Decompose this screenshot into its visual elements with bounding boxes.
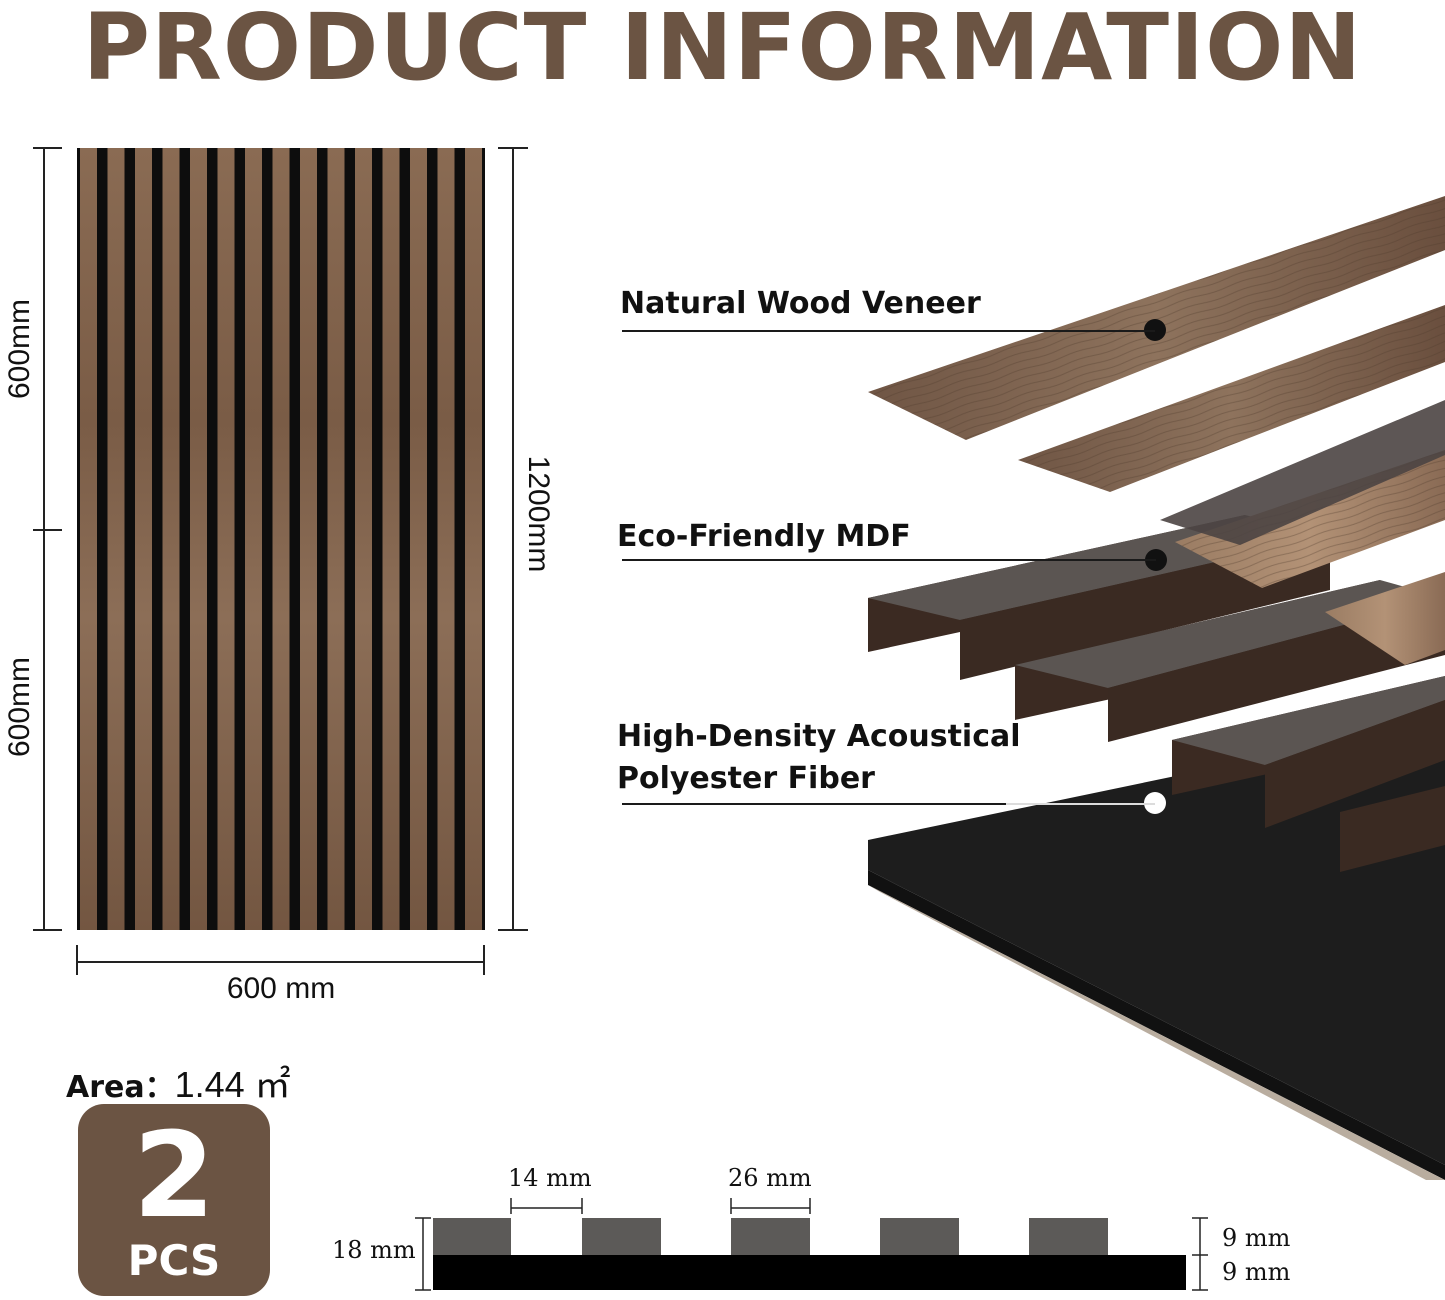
profile-diagram: [415, 1198, 1208, 1291]
area: Area：1.44 ㎡: [66, 1056, 291, 1108]
profile-slat-width-label: 26 mm: [728, 1164, 812, 1192]
panel-slat: [355, 148, 372, 930]
dim-right-total: 1200mm: [522, 455, 555, 573]
leader-fiber: [622, 803, 1006, 805]
profile-slat-thickness-label: 9 mm: [1222, 1224, 1291, 1252]
felt-layer: [868, 720, 1445, 1165]
profile-slat: [433, 1218, 511, 1255]
panel-slat: [410, 148, 427, 930]
profile-gap-label: 14 mm: [508, 1164, 592, 1192]
panel-drawing: [33, 147, 528, 975]
panel-slat: [300, 148, 317, 930]
panel-slat: [382, 148, 400, 930]
panel-slat: [190, 148, 207, 930]
panel-slat: [245, 148, 262, 930]
panel-slat: [327, 148, 345, 930]
area-label: Area：: [66, 1070, 175, 1105]
profile-felt: [433, 1255, 1186, 1290]
panel-slat: [437, 148, 455, 930]
label-fiber-line1: High-Density Acoustical: [617, 719, 1021, 754]
panel-slat: [162, 148, 180, 930]
page-title: PRODUCT INFORMATION: [82, 0, 1363, 101]
profile-total-thickness-label: 18 mm: [332, 1236, 416, 1264]
panel-slat: [80, 148, 97, 930]
pack-count: 2: [132, 1106, 216, 1244]
dim-left-upper: 600mm: [3, 298, 36, 400]
profile-felt-thickness-label: 9 mm: [1222, 1258, 1291, 1286]
area-value: 1.44 ㎡: [174, 1064, 291, 1105]
profile-slat: [1029, 1218, 1108, 1255]
layer-illustration: [868, 196, 1445, 1180]
panel-slat: [135, 148, 152, 930]
profile-slat: [582, 1218, 661, 1255]
panel-slats: [80, 148, 482, 930]
dim-bottom-width: 600 mm: [226, 972, 336, 1005]
veneer-pointer-dot: [1144, 319, 1166, 341]
dim-left-lower: 600mm: [3, 656, 36, 758]
panel-slat: [465, 148, 482, 930]
label-fiber-line2: Polyester Fiber: [617, 761, 875, 796]
label-veneer: Natural Wood Veneer: [620, 286, 981, 321]
panel-slat: [217, 148, 235, 930]
mdf-pointer-dot: [1145, 549, 1167, 571]
leader-fiber-light: [1006, 803, 1155, 805]
profile-slat: [731, 1218, 810, 1255]
profile-slat: [880, 1218, 959, 1255]
pack-unit: PCS: [127, 1236, 221, 1285]
panel-slat: [272, 148, 290, 930]
fiber-pointer-dot: [1144, 792, 1166, 814]
panel-slat: [107, 148, 125, 930]
leader-veneer: [622, 330, 1155, 332]
leader-mdf: [622, 559, 1156, 561]
pack-count-badge: 2 PCS: [78, 1104, 270, 1296]
label-mdf: Eco-Friendly MDF: [617, 519, 911, 554]
